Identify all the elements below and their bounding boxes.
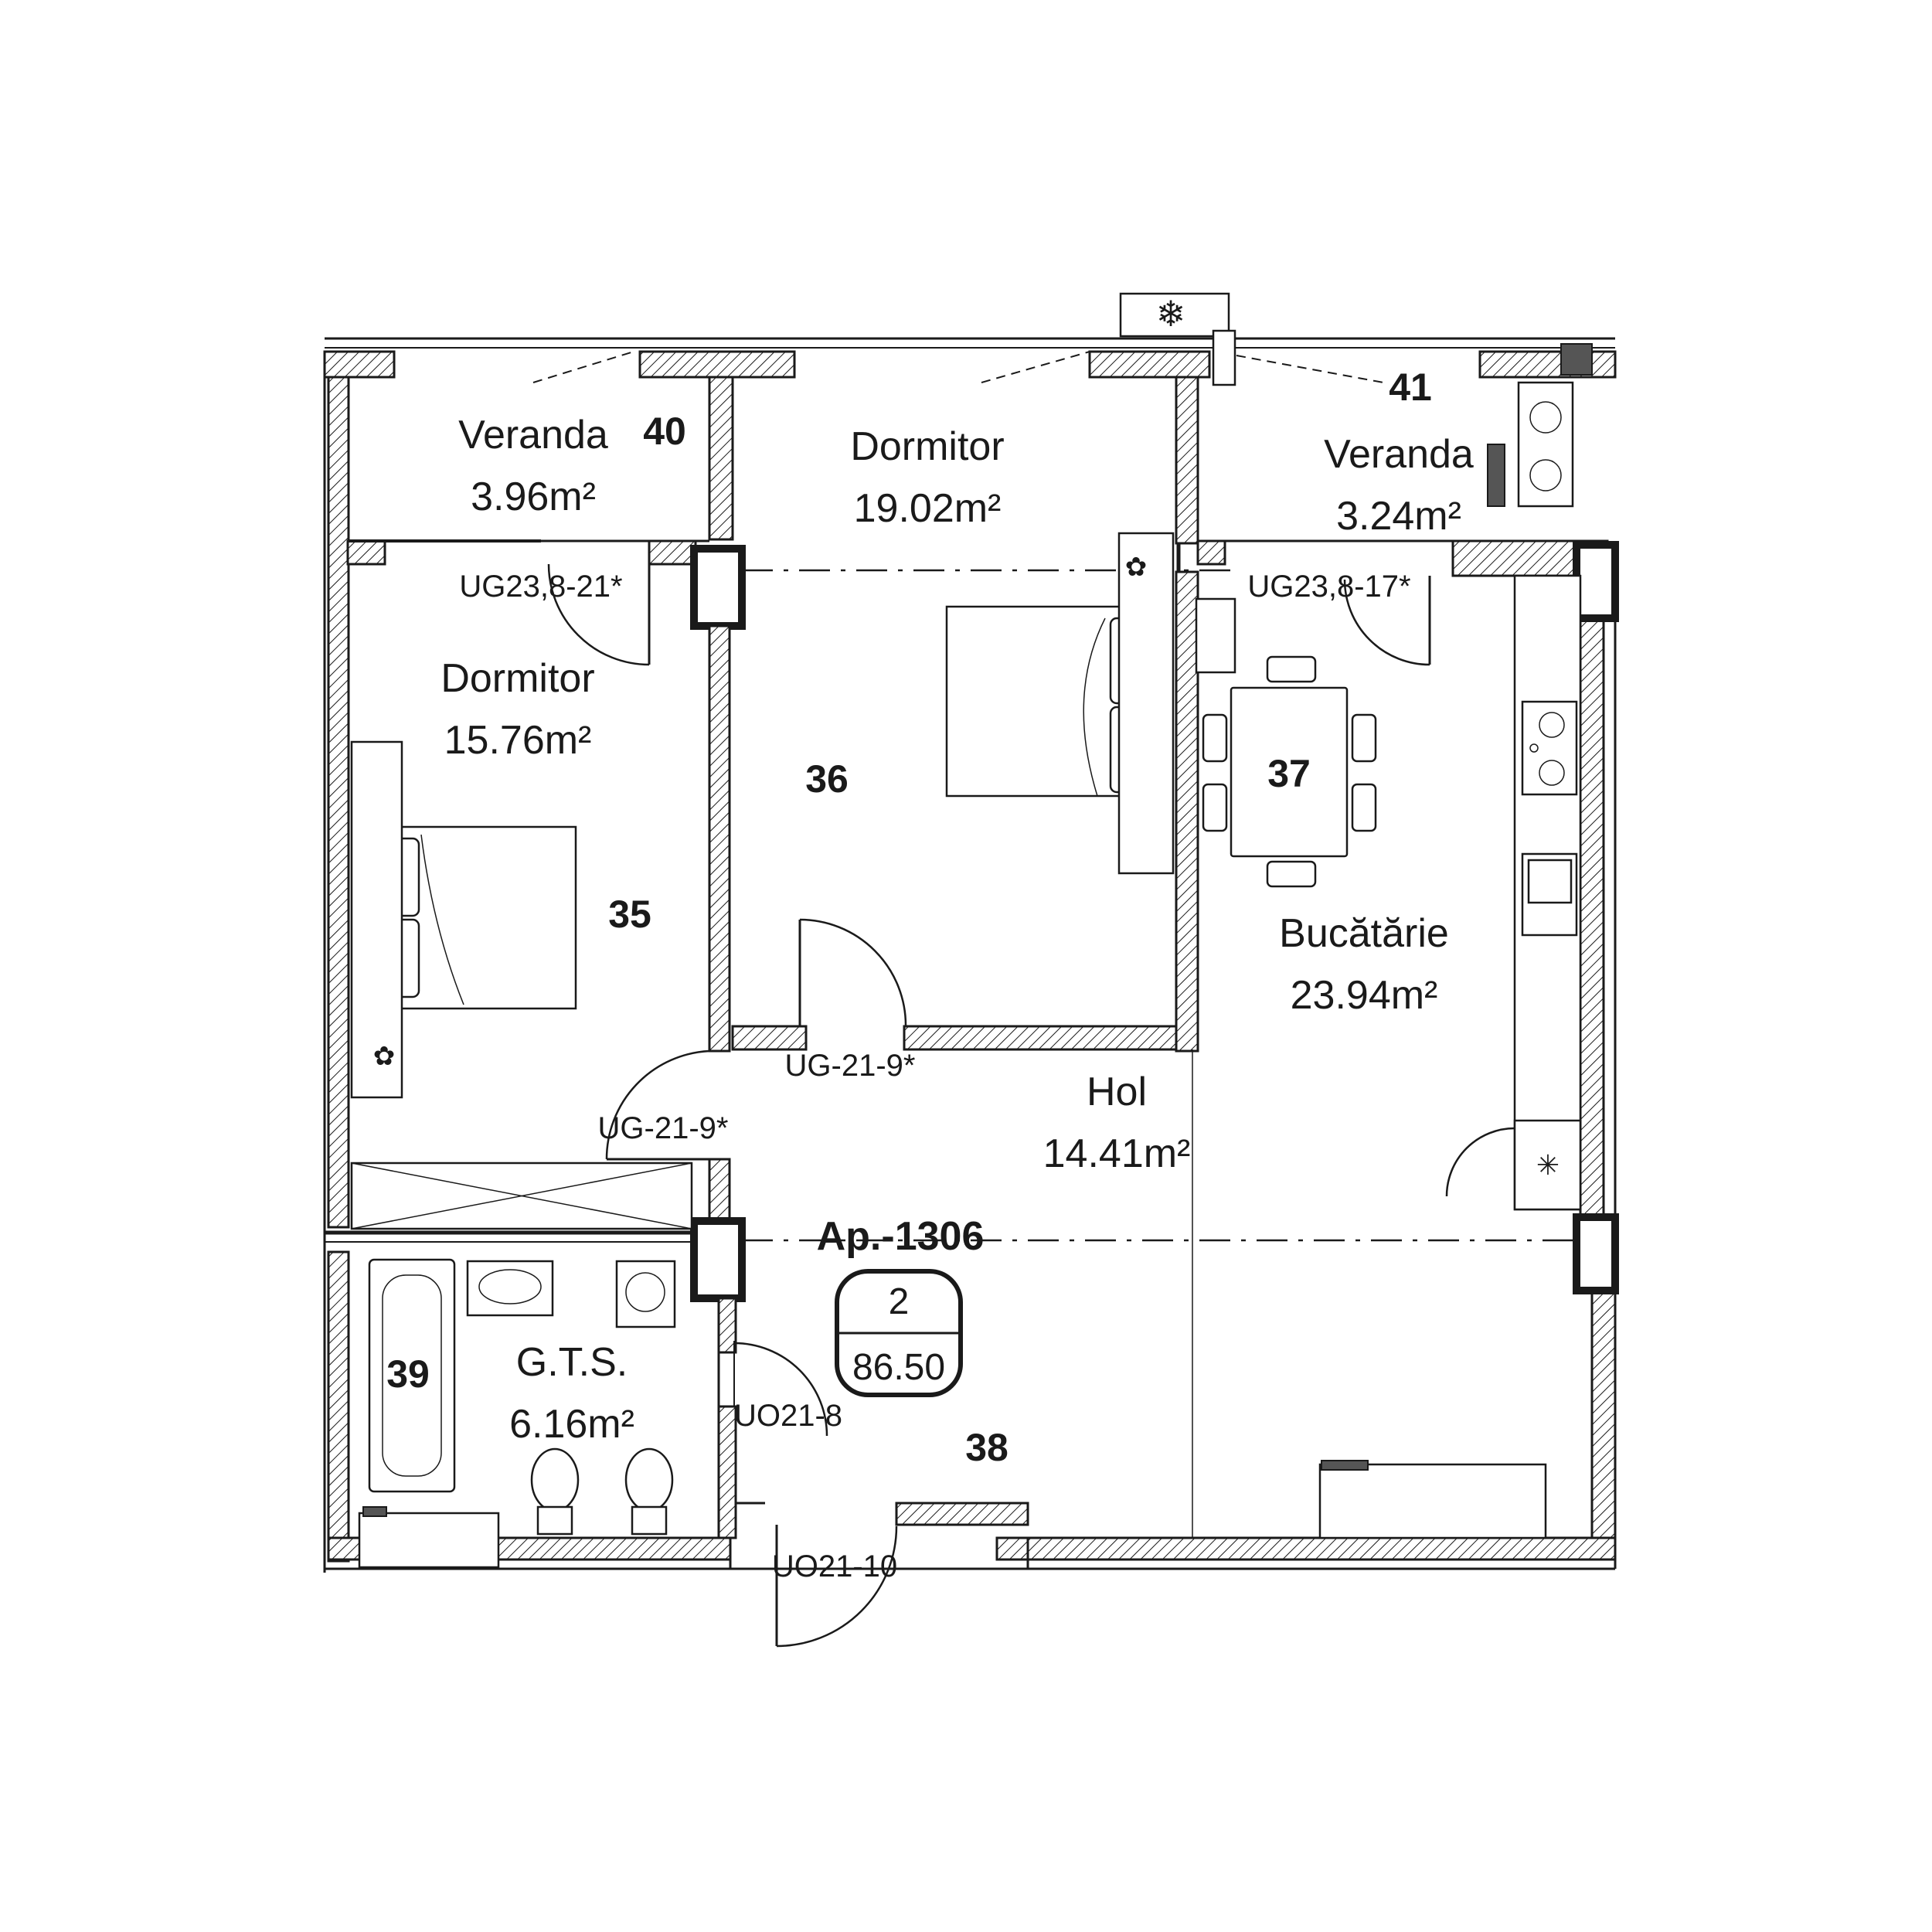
svg-text:❄: ❄: [1156, 294, 1186, 334]
room-41-labels: 41 Veranda 3.24m²: [1324, 366, 1474, 539]
room-36-area: 19.02m²: [854, 486, 1002, 531]
door-tag-d4: UG-21-9*: [598, 1111, 729, 1145]
svg-text:✳: ✳: [1536, 1149, 1560, 1181]
room-39-area: 6.16m²: [509, 1402, 634, 1447]
washbasin-icon: [466, 1260, 554, 1317]
svg-text:✿: ✿: [1125, 553, 1148, 582]
svg-text:✿: ✿: [373, 1042, 396, 1071]
room-41-number: 41: [1389, 366, 1432, 409]
apartment-label: Ap.-1306: [817, 1214, 985, 1259]
window-marks: [532, 351, 1384, 383]
apartment-badge: Ap.-1306 2 86.50: [817, 1214, 985, 1397]
door-tag-d1: UG23,8-21*: [459, 570, 622, 604]
toilet-icon: [530, 1447, 674, 1536]
room-39-name: G.T.S.: [516, 1340, 628, 1385]
room-37-area: 23.94m²: [1291, 973, 1438, 1018]
interior-walls: [325, 376, 1619, 1539]
bathtub-icon: [368, 1258, 456, 1493]
room-37-name: Bucătărie: [1279, 911, 1449, 956]
room-38-labels: Hol 14.41m² 38: [965, 1070, 1190, 1469]
room-41-name: Veranda: [1324, 432, 1474, 477]
wardrobe-room-35-icon: [350, 1162, 693, 1230]
room-37-labels: 37 Bucătărie 23.94m²: [1267, 752, 1449, 1018]
room-39-number: 39: [386, 1352, 430, 1396]
room-40-labels: Veranda 3.96m² 40: [458, 410, 686, 519]
exterior-walls: [323, 337, 1617, 1573]
door-tag-d2: UG23,8-17*: [1247, 570, 1410, 604]
room-36-name: Dormitor: [850, 424, 1004, 469]
room-40-area: 3.96m²: [471, 474, 596, 519]
door-tag-d6: UO21-10: [772, 1549, 897, 1583]
room-35-labels: Dormitor 15.76m² 35: [440, 656, 651, 936]
room-40-number: 40: [643, 410, 686, 453]
door-tags: UG23,8-21* UG23,8-17* UG-21-9* UG-21-9* …: [459, 570, 1410, 1583]
room-35-name: Dormitor: [440, 656, 594, 701]
bed-room-36-icon: ✿: [945, 532, 1175, 875]
radiator-icon: [358, 1460, 1547, 1569]
bed-room-35-icon: ✿: [350, 740, 577, 1099]
room-38-name: Hol: [1087, 1070, 1147, 1114]
room-38-area: 14.41m²: [1043, 1131, 1191, 1176]
room-36-labels: Dormitor 19.02m² 36: [805, 424, 1004, 801]
boiler-icon: [1487, 343, 1593, 508]
dining-table-icon: [1195, 597, 1377, 888]
ac-unit-icon: ❄: [1119, 292, 1236, 386]
room-40-name: Veranda: [458, 413, 608, 457]
washing-machine-icon: [615, 1260, 676, 1328]
room-37-number: 37: [1267, 752, 1311, 795]
room-36-number: 36: [805, 757, 849, 801]
room-35-number: 35: [608, 893, 651, 936]
room-38-number: 38: [965, 1426, 1009, 1469]
apartment-total-area: 86.50: [852, 1347, 945, 1388]
door-swings: [547, 563, 1431, 1648]
room-35-area: 15.76m²: [444, 718, 592, 763]
room-41-area: 3.24m²: [1336, 494, 1461, 539]
kitchen-counter-icon: ✳: [1445, 574, 1582, 1211]
room-39-labels: 39 G.T.S. 6.16m²: [386, 1340, 634, 1447]
door-tag-d3: UG-21-9*: [785, 1049, 916, 1083]
apartment-rooms-count: 2: [889, 1281, 910, 1322]
door-tag-d5: UO21-8: [734, 1399, 842, 1433]
